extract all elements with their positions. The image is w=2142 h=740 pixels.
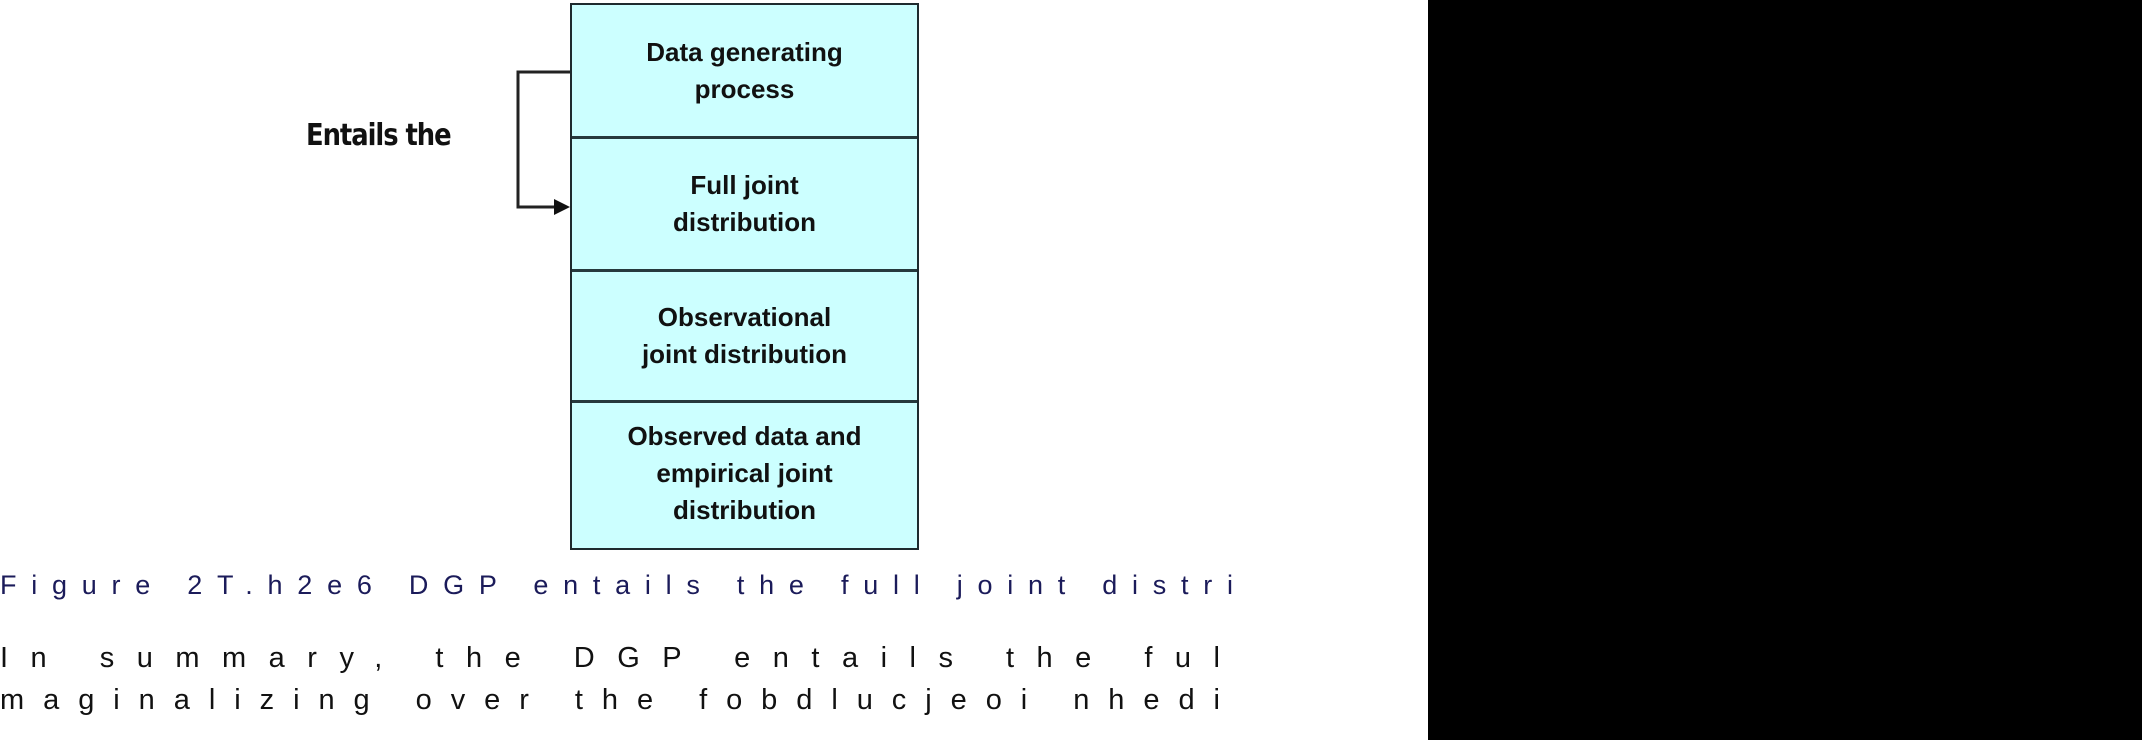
- blank-black-panel: [1428, 0, 2142, 740]
- box-full-joint-distribution: Full joint distribution: [572, 136, 917, 269]
- figure-caption: Figure 2T.h2e6 DGP entails the full join…: [0, 570, 1248, 600]
- box-label: Observed data and empirical joint distri…: [627, 421, 862, 525]
- box-observed-data-empirical: Observed data and empirical joint distri…: [572, 400, 917, 548]
- figure-box-stack: Data generating process Full joint distr…: [570, 3, 919, 550]
- box-data-generating-process: Data generating process: [572, 5, 917, 136]
- document-page: Entails the Data generating process Full…: [0, 3, 1248, 716]
- body-text-line: In summary, the DGP entails the ful: [0, 642, 1243, 674]
- box-observational-joint-distribution: Observational joint distribution: [572, 269, 917, 400]
- entails-arrow-icon: [516, 70, 570, 215]
- body-text-line: maginalizing over the fobdlucjeoi nhedi: [0, 684, 1239, 716]
- box-label: Data generating process: [646, 36, 843, 104]
- box-label: Full joint distribution: [673, 170, 816, 237]
- box-label: Observational joint distribution: [641, 302, 848, 369]
- entails-the-label: Entails the: [306, 118, 452, 153]
